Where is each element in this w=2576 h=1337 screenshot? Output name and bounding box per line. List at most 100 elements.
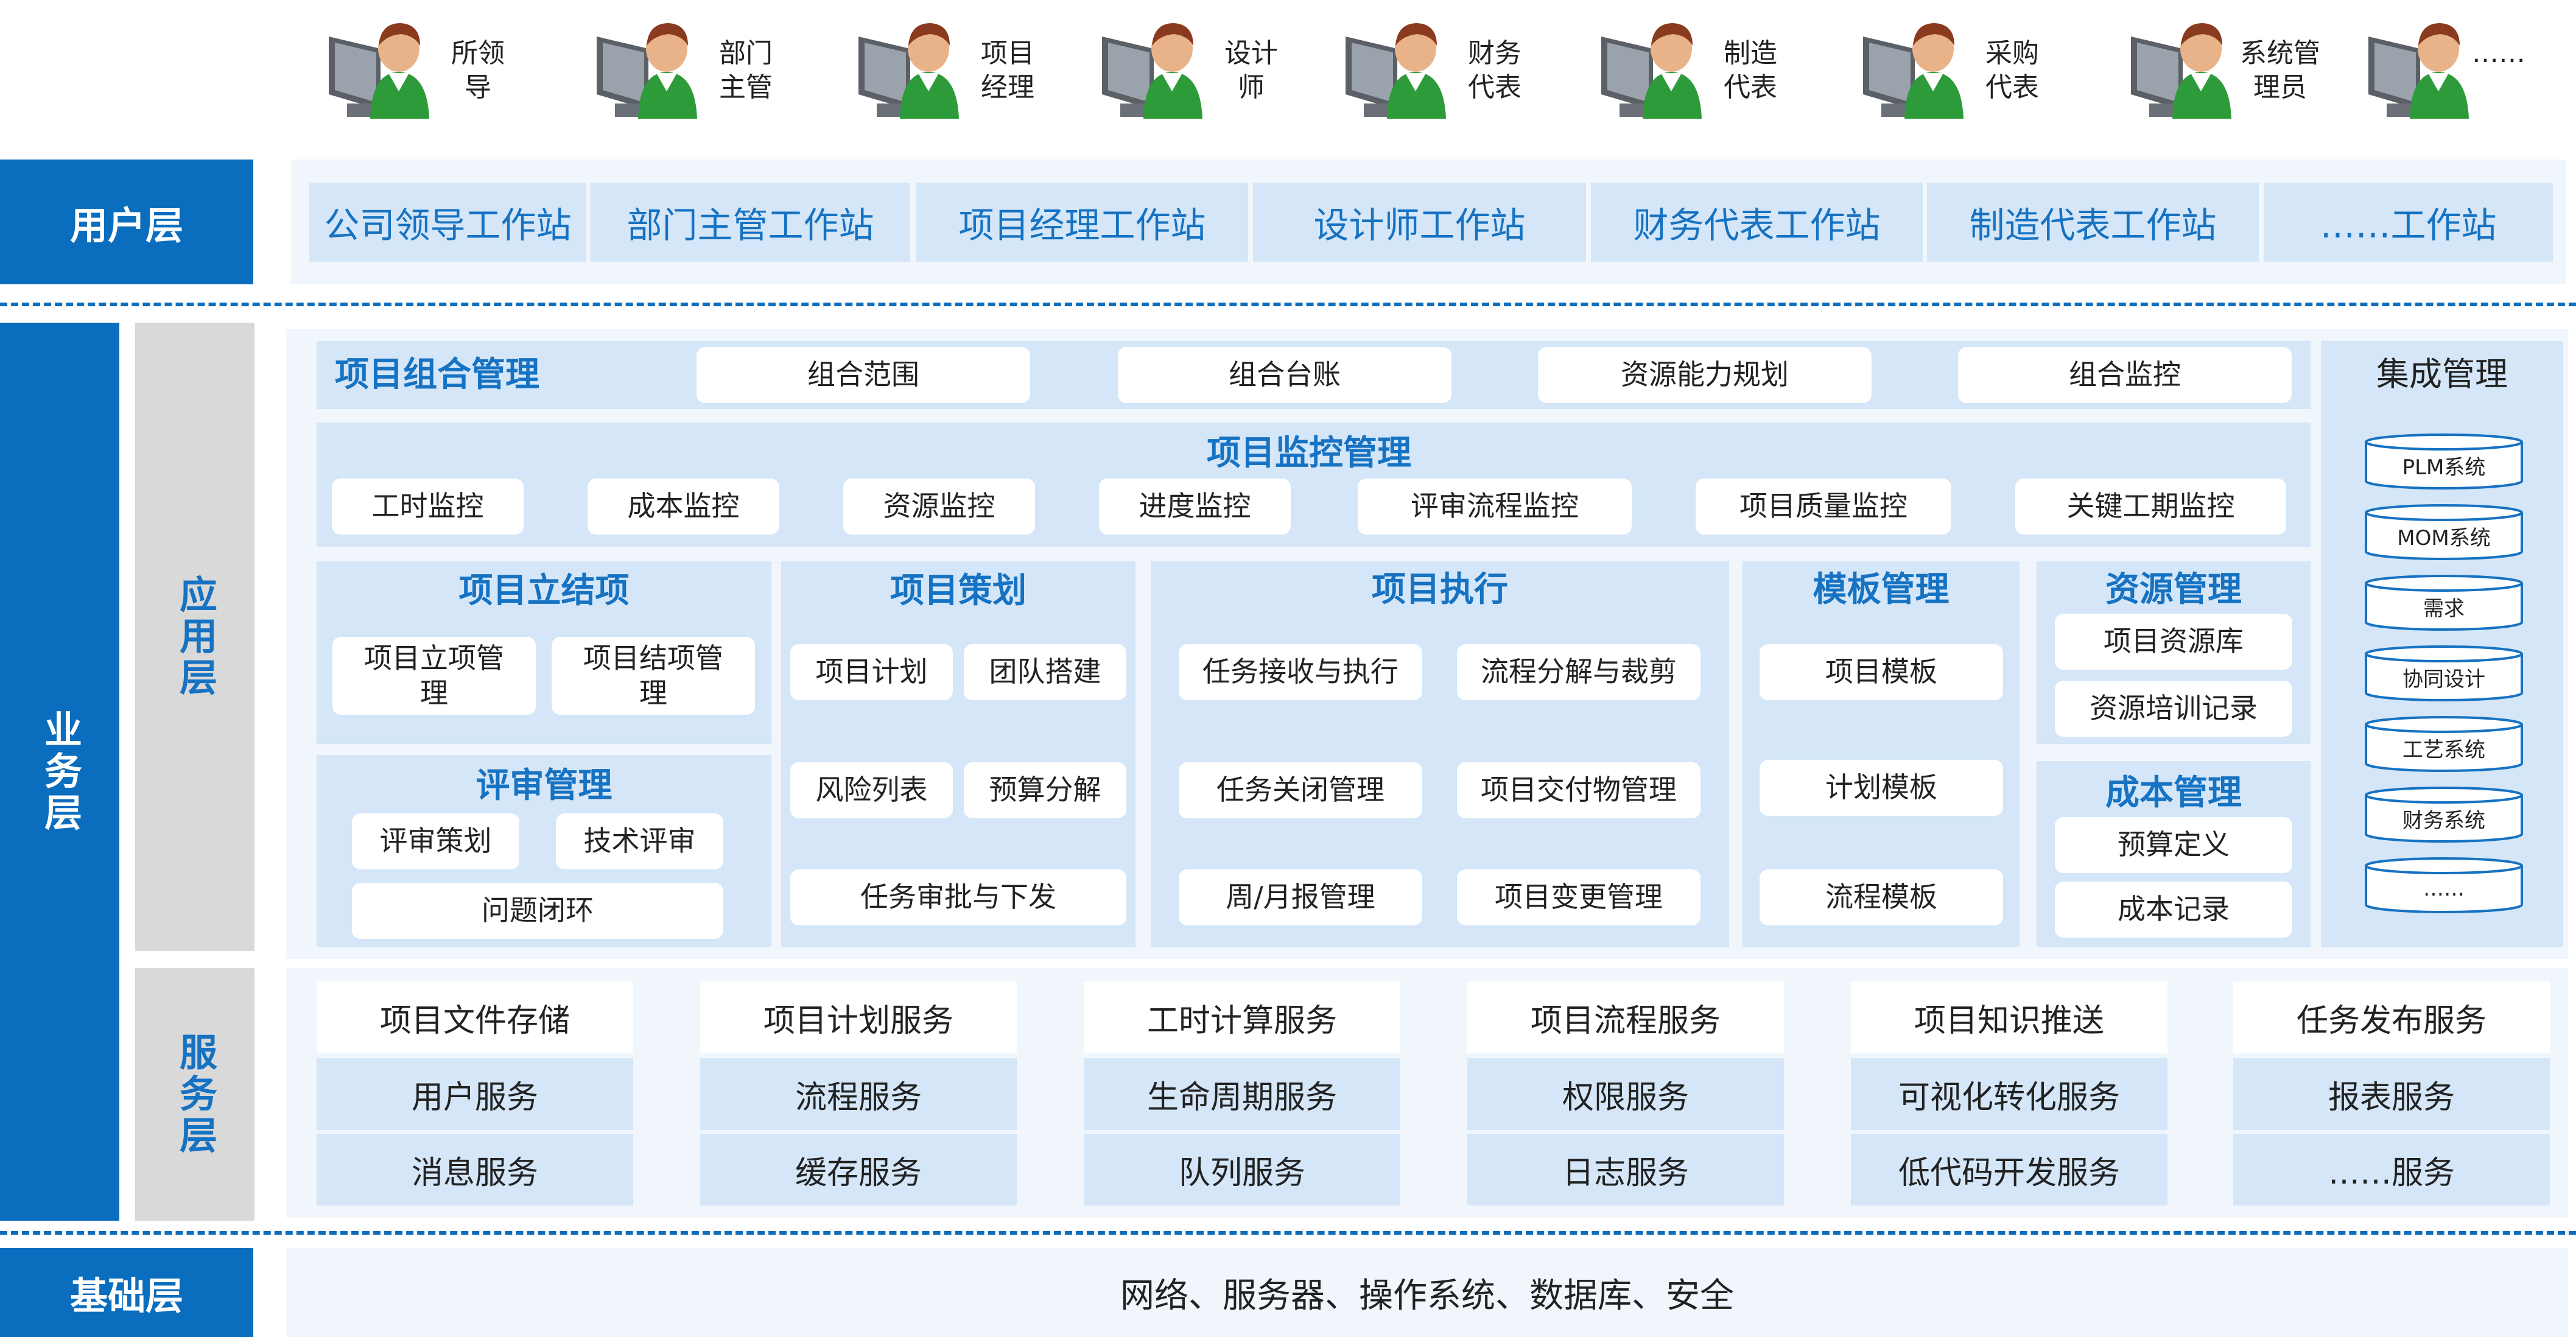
planning-item: 项目计划 xyxy=(790,644,953,700)
template-item: 计划模板 xyxy=(1760,760,2003,816)
execution-item: 任务关闭管理 xyxy=(1179,762,1422,818)
user-role: 部门 主管 xyxy=(591,12,822,122)
resource-item: 项目资源库 xyxy=(2055,614,2292,670)
integration-system-label: 工艺系统 xyxy=(2402,737,2485,762)
integration-system-label: 需求 xyxy=(2423,596,2465,621)
execution-title: 项目执行 xyxy=(1372,569,1508,609)
database-icon: …… xyxy=(2364,857,2524,913)
monitoring-item: 工时监控 xyxy=(332,479,524,535)
divider xyxy=(0,1231,2576,1235)
user-role-label: 制造 代表 xyxy=(1724,38,1777,103)
initiation-item: 项目结项管 理 xyxy=(552,637,755,715)
service-tile: 队列服务 xyxy=(1084,1134,1400,1205)
integration-system-label: 财务系统 xyxy=(2402,808,2485,833)
workstation-tile: 部门主管工作站 xyxy=(591,183,910,262)
service-tile: 工时计算服务 xyxy=(1084,981,1400,1053)
foundation-content: 网络、服务器、操作系统、数据库、安全 xyxy=(286,1248,2568,1337)
execution-item: 任务接收与执行 xyxy=(1179,644,1422,700)
cost-item: 成本记录 xyxy=(2055,882,2292,938)
integration-section xyxy=(2321,341,2563,947)
portfolio-title: 项目组合管理 xyxy=(335,355,539,395)
database-icon: 工艺系统 xyxy=(2364,716,2524,772)
service-tile: 权限服务 xyxy=(1467,1058,1784,1130)
planning-item: 预算分解 xyxy=(964,762,1126,818)
portfolio-item: 组合监控 xyxy=(1958,347,2292,403)
service-tile: 任务发布服务 xyxy=(2233,981,2550,1053)
user-role: 设计 师 xyxy=(1096,12,1327,122)
review-item: 技术评审 xyxy=(556,813,723,869)
integration-system-label: 协同设计 xyxy=(2402,667,2485,692)
cost-title: 成本管理 xyxy=(2105,773,2242,813)
execution-item: 项目变更管理 xyxy=(1457,869,1700,925)
integration-system-label: PLM系统 xyxy=(2402,455,2486,480)
service-layer-panel xyxy=(286,968,2568,1218)
monitoring-item: 项目质量监控 xyxy=(1696,479,1951,535)
service-layer-label: 服务层 xyxy=(135,968,254,1221)
database-icon: 协同设计 xyxy=(2364,645,2524,701)
user-role: 项目 经理 xyxy=(852,12,1084,122)
execution-item: 项目交付物管理 xyxy=(1457,762,1700,818)
template-item: 流程模板 xyxy=(1760,869,2003,925)
monitoring-item: 关键工期监控 xyxy=(2015,479,2286,535)
integration-system-label: MOM系统 xyxy=(2397,525,2491,550)
cost-item: 预算定义 xyxy=(2055,817,2292,873)
business-layer-text: 业务层 xyxy=(38,709,82,834)
planning-item: 风险列表 xyxy=(790,762,953,818)
initiation-item: 项目立项管 理 xyxy=(332,637,536,715)
user-role: 采购 代表 xyxy=(1857,12,2088,122)
user-role-label: 部门 主管 xyxy=(719,38,773,103)
business-layer-label: 业务层 xyxy=(0,323,119,1221)
database-icon: MOM系统 xyxy=(2364,504,2524,560)
planning-item: 任务审批与下发 xyxy=(790,869,1126,925)
execution-item: 流程分解与裁剪 xyxy=(1457,644,1700,700)
integration-system-label: …… xyxy=(2423,877,2465,901)
template-item: 项目模板 xyxy=(1760,644,2003,700)
user-role-label: …… xyxy=(2472,38,2525,69)
service-tile: 流程服务 xyxy=(700,1058,1017,1130)
monitoring-item: 资源监控 xyxy=(843,479,1035,535)
workstation-tile: 公司领导工作站 xyxy=(309,183,586,262)
workstation-tile: 设计师工作站 xyxy=(1253,183,1586,262)
templates-title: 模板管理 xyxy=(1813,569,1950,609)
service-tile: 日志服务 xyxy=(1467,1134,1784,1205)
service-tile: 可视化转化服务 xyxy=(1851,1058,2167,1130)
workstation-tile: ……工作站 xyxy=(2264,183,2553,262)
review-title: 评审管理 xyxy=(476,765,612,805)
service-tile: 项目流程服务 xyxy=(1467,981,1784,1053)
database-icon: 需求 xyxy=(2364,575,2524,631)
monitoring-item: 成本监控 xyxy=(588,479,779,535)
user-role-label: 财务 代表 xyxy=(1468,38,1521,103)
service-tile: 消息服务 xyxy=(317,1134,633,1205)
user-role: 系统管 理员 xyxy=(2125,12,2356,122)
portfolio-item: 资源能力规划 xyxy=(1538,347,1872,403)
review-item: 问题闭环 xyxy=(352,883,723,939)
app-layer-label: 应用层 xyxy=(135,323,254,951)
app-layer-text: 应用层 xyxy=(173,575,217,699)
service-tile: 报表服务 xyxy=(2233,1058,2550,1130)
user-role-label: 系统管 理员 xyxy=(2240,38,2320,103)
resources-title: 资源管理 xyxy=(2105,569,2242,609)
monitoring-item: 进度监控 xyxy=(1099,479,1291,535)
service-tile: 生命周期服务 xyxy=(1084,1058,1400,1130)
service-tile: 项目文件存储 xyxy=(317,981,633,1053)
monitoring-item: 评审流程监控 xyxy=(1358,479,1632,535)
workstation-tile: 项目经理工作站 xyxy=(916,183,1248,262)
planning-title: 项目策划 xyxy=(890,570,1027,611)
execution-item: 周/月报管理 xyxy=(1179,869,1422,925)
service-tile: 项目计划服务 xyxy=(700,981,1017,1053)
review-item: 评审策划 xyxy=(352,813,519,869)
user-role: 制造 代表 xyxy=(1595,12,1827,122)
user-role-label: 项目 经理 xyxy=(981,38,1034,103)
user-role: 所领 导 xyxy=(323,12,554,122)
workstation-tile: 财务代表工作站 xyxy=(1591,183,1923,262)
database-icon: PLM系统 xyxy=(2364,433,2524,490)
user-role-label: 设计 师 xyxy=(1224,38,1278,103)
service-tile: ……服务 xyxy=(2233,1134,2550,1205)
planning-item: 团队搭建 xyxy=(964,644,1126,700)
user-role: …… xyxy=(2362,12,2576,122)
service-tile: 项目知识推送 xyxy=(1851,981,2167,1053)
service-tile: 缓存服务 xyxy=(700,1134,1017,1205)
service-layer-text: 服务层 xyxy=(173,1032,217,1157)
portfolio-item: 组合范围 xyxy=(697,347,1030,403)
service-tile: 低代码开发服务 xyxy=(1851,1134,2167,1205)
